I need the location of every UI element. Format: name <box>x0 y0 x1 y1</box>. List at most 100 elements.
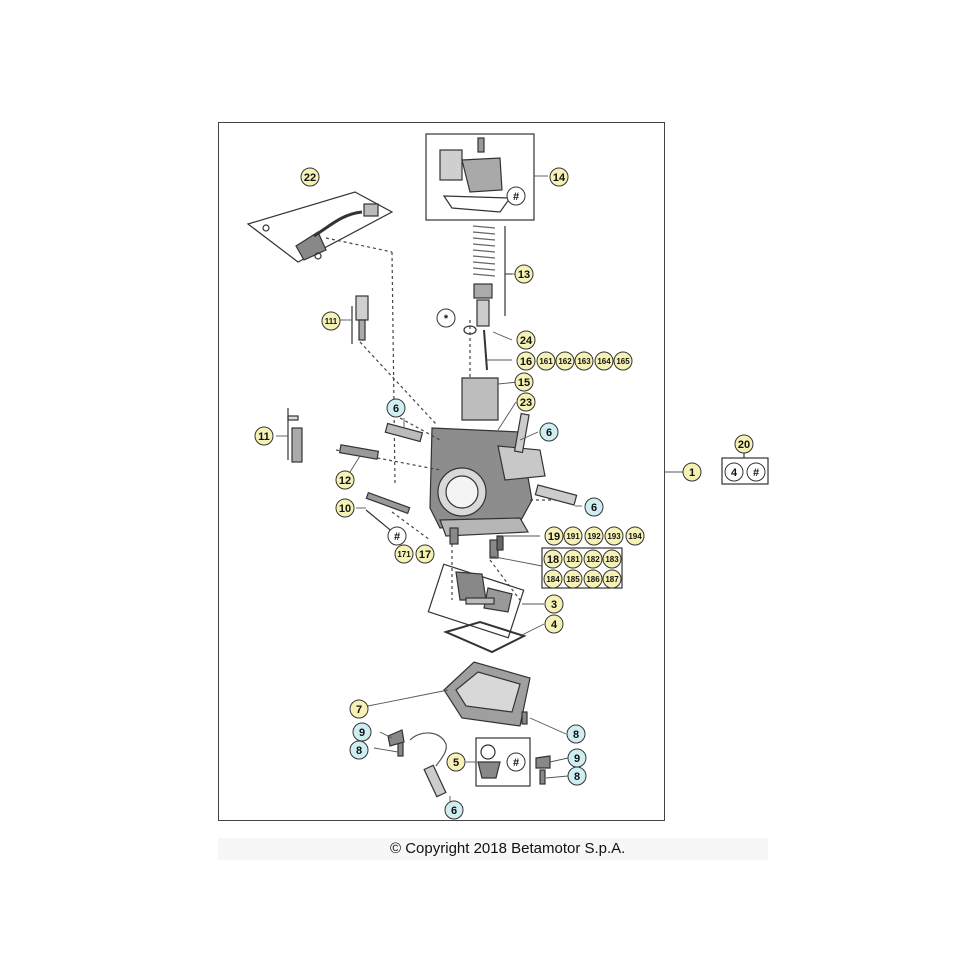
drain-bolt <box>477 744 501 779</box>
callout-circle <box>446 752 466 772</box>
callout-label: 162 <box>558 357 572 366</box>
callout-circle <box>506 186 526 206</box>
callout-label: 16 <box>520 356 532 368</box>
callout-label: 7 <box>356 704 362 716</box>
callout-circle <box>514 372 534 392</box>
callout-6: 6 <box>386 398 406 418</box>
callout-label: 14 <box>553 172 566 184</box>
group-box-cable <box>246 191 394 263</box>
callout-label: 164 <box>597 357 611 366</box>
callout-22: 22 <box>300 167 320 187</box>
callout-164: 164 <box>594 351 614 371</box>
callout-8: 8 <box>567 766 587 786</box>
float-bowl <box>443 661 531 727</box>
callout-circle <box>613 351 633 371</box>
callout-182: 182 <box>583 549 603 569</box>
callout-4: 4 <box>724 462 744 482</box>
callout-label: 8 <box>356 745 362 757</box>
callout-5: 5 <box>446 752 466 772</box>
callout-111: 111 <box>321 311 341 331</box>
callout-label: 4 <box>731 467 738 479</box>
callout-label: 171 <box>397 550 411 559</box>
callout-circle <box>321 311 341 331</box>
callout-circle <box>415 544 435 564</box>
callout-circle <box>604 526 624 546</box>
callout-label: 183 <box>605 555 619 564</box>
callout-circle <box>583 549 603 569</box>
callout-label: 6 <box>451 805 457 817</box>
callout-label: 184 <box>546 575 560 584</box>
callout-circle <box>567 766 587 786</box>
callout-label: 20 <box>738 439 750 451</box>
callout-circle <box>300 167 320 187</box>
callout-circle <box>516 351 536 371</box>
tube-6-bottom <box>423 764 447 798</box>
callout-circle <box>506 752 526 772</box>
pin-6-side <box>534 484 578 506</box>
callout-circle <box>543 549 563 569</box>
callout-circle <box>544 526 564 546</box>
callout-label: 6 <box>591 502 597 514</box>
needle-jet-19 <box>496 535 504 551</box>
float-bowl-gasket <box>443 620 527 654</box>
callout-circle <box>566 724 586 744</box>
callout-label: 15 <box>518 377 530 389</box>
callout-171: 171 <box>394 544 414 564</box>
pin-6-right <box>513 412 530 454</box>
callout-17: 17 <box>415 544 435 564</box>
callout-circle <box>746 462 766 482</box>
callout-15: 15 <box>514 372 534 392</box>
callout-label: 18 <box>547 554 559 566</box>
callout-circle <box>536 351 556 371</box>
callout-191: 191 <box>563 526 583 546</box>
callout-circle <box>594 351 614 371</box>
callout-label: 24 <box>520 335 533 347</box>
callout-6: 6 <box>584 497 604 517</box>
callout-7: 7 <box>349 699 369 719</box>
callout-162: 162 <box>555 351 575 371</box>
callout-194: 194 <box>625 526 645 546</box>
callout-label: 181 <box>566 555 580 564</box>
callout-193: 193 <box>604 526 624 546</box>
callout-185: 185 <box>563 569 583 589</box>
callout-label: 187 <box>605 575 619 584</box>
callout-#: # <box>506 186 526 206</box>
callout-label: 10 <box>339 503 351 515</box>
callout-circle <box>682 462 702 482</box>
callout-circle <box>563 569 583 589</box>
callout-label: 8 <box>574 771 580 783</box>
callout-circle <box>563 549 583 569</box>
callout-circle <box>516 392 536 412</box>
callout-8: 8 <box>566 724 586 744</box>
callout-label: * <box>444 313 449 325</box>
callout-label: 8 <box>573 729 579 741</box>
callout-circle <box>543 569 563 589</box>
callout-label: 5 <box>453 757 459 769</box>
callout-186: 186 <box>583 569 603 589</box>
callout-label: # <box>753 467 759 479</box>
callout-circle <box>555 351 575 371</box>
callout-label: 3 <box>551 599 557 611</box>
callout-label: 19 <box>548 531 560 543</box>
callout-label: 111 <box>325 317 338 326</box>
callout-label: 165 <box>616 357 630 366</box>
callout-label: 9 <box>359 727 365 739</box>
callout-circle <box>539 422 559 442</box>
callout-circle <box>514 264 534 284</box>
copyright-bar: © Copyright 2018 Betamotor S.p.A. <box>218 838 768 860</box>
callout-label: 194 <box>628 532 642 541</box>
callout-183: 183 <box>602 549 622 569</box>
callout-circle <box>349 740 369 760</box>
callout-23: 23 <box>516 392 536 412</box>
jet-grid-box <box>541 547 623 589</box>
callout-circle <box>563 526 583 546</box>
callout-19: 19 <box>544 526 564 546</box>
callout-circle <box>335 498 355 518</box>
bowl-screws <box>387 711 551 785</box>
callout-184: 184 <box>543 569 563 589</box>
throttle-spring <box>472 225 496 327</box>
copyright-text: © Copyright 2018 Betamotor S.p.A. <box>390 840 626 857</box>
callout-label: 185 <box>566 575 580 584</box>
callout-circle <box>625 526 645 546</box>
